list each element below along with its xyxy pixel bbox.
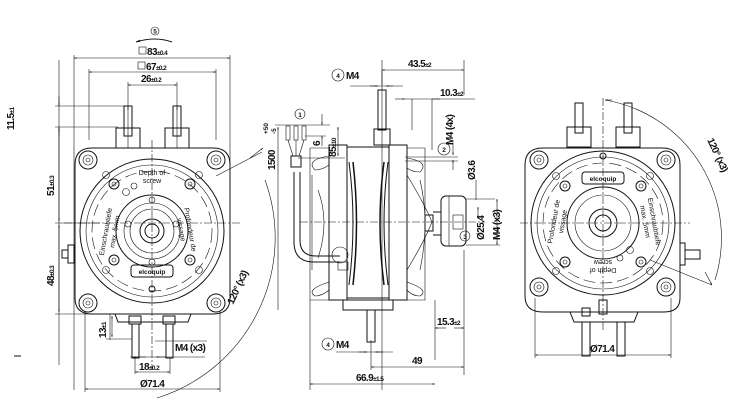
dim-hole: Ø3.6: [467, 160, 478, 180]
front-housing: elcoquip Depth of screw Einschraubtiefe …: [61, 147, 231, 323]
dim-pin-spacing-top: 26±0.2: [128, 74, 177, 86]
shaft-bottom-label: M4: [336, 340, 350, 351]
front-thread-label: M4 (x3): [175, 343, 206, 354]
svg-text:67±0.2: 67±0.2: [146, 62, 167, 73]
svg-text:3: 3: [463, 234, 467, 241]
svg-text:4: 4: [326, 342, 330, 349]
svg-text:vissage: vissage: [175, 217, 186, 242]
dim-flange: 10.3±2: [440, 88, 464, 99]
dim-49: 49: [412, 356, 423, 367]
marker-1: 1: [298, 112, 302, 119]
top-pins: [115, 105, 190, 149]
svg-text:83±0.4: 83±0.4: [147, 47, 168, 58]
dim-bottom-offset: 15.3±2: [437, 317, 461, 328]
dim-pin-spacing-bottom: 18±0.2: [139, 362, 160, 373]
svg-text:vissage: vissage: [558, 209, 569, 234]
svg-text:4: 4: [336, 73, 340, 80]
dim-overall-top: 43.5±2: [408, 59, 432, 70]
side-view: 1 1500 +50 -5 6 85±10 4 M4: [263, 59, 503, 390]
rear-view: elcoquip Depth of screw Einschraubtiefe …: [520, 98, 730, 358]
rear-diameter: Ø71.4: [590, 344, 615, 355]
shaft-top-label: M4: [346, 71, 360, 82]
svg-text:screw: screw: [143, 178, 162, 185]
svg-text:screw: screw: [593, 258, 612, 265]
svg-text:26±0.2: 26±0.2: [141, 74, 162, 85]
dim-square-inner: 67±0.2: [88, 61, 216, 73]
svg-text:2: 2: [442, 147, 446, 154]
front-diameter: Ø71.4: [140, 379, 165, 390]
rear-angle-label: 120° (x3): [704, 137, 729, 174]
dim-lower-height: 48±0.3: [46, 265, 57, 286]
dim-hub: Ø25.4: [476, 215, 487, 240]
dim-cable: 1500: [267, 149, 278, 170]
rotation-marker: 5: [153, 29, 157, 36]
rotation-arrow: 5: [135, 26, 173, 43]
dim-strip: 6: [312, 140, 323, 146]
svg-text:+50: +50: [263, 123, 270, 134]
motor-body: [309, 144, 467, 301]
front-view: 5 83±0.4 67±0.2 26±0.2: [6, 26, 276, 399]
dim-overall-bottom: 66.9±1.5: [356, 373, 384, 384]
dim-upper-height: 51±0.3: [46, 175, 57, 196]
svg-text:-5: -5: [271, 128, 278, 134]
dim-square-outer: 83±0.4: [73, 46, 230, 59]
dim-top-pins: 11.5±1: [6, 107, 17, 130]
thread-3x: M4 (x3): [492, 209, 503, 240]
cable-leads: [285, 125, 340, 263]
dim-lead: 85±10: [328, 137, 339, 157]
dim-bottom-pins: 13±1: [98, 321, 109, 338]
thread-4x: M4 (4x): [445, 114, 456, 145]
